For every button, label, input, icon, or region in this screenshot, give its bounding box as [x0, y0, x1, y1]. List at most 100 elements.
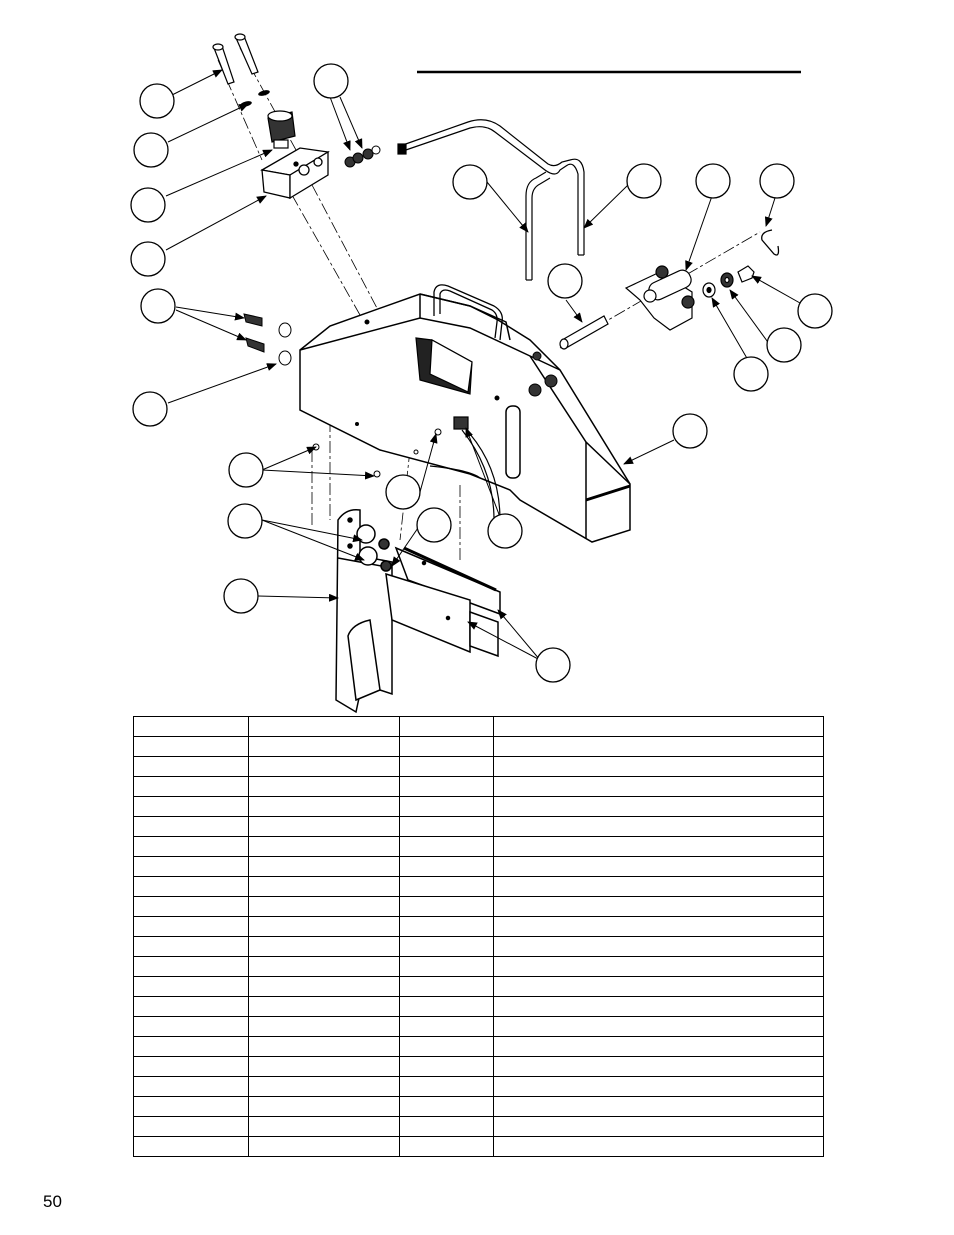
table-cell	[248, 736, 400, 757]
clevis-pin	[559, 315, 609, 350]
callout-balloons	[130, 63, 833, 683]
side-bolts	[243, 313, 292, 366]
housing-slot	[415, 337, 473, 395]
table-cell	[493, 816, 824, 837]
table-cell	[248, 1076, 400, 1097]
table-cell	[133, 1036, 249, 1057]
balloon	[547, 263, 583, 299]
balloon	[695, 163, 731, 199]
table-cell	[133, 836, 249, 857]
table-row	[133, 1016, 824, 1037]
blade-plates	[385, 546, 501, 658]
table-row	[133, 936, 824, 957]
table-cell	[493, 796, 824, 817]
balloon	[733, 356, 769, 392]
balloon	[416, 507, 452, 543]
table-cell	[399, 816, 494, 837]
table-cell	[133, 1016, 249, 1037]
table-cell	[399, 876, 494, 897]
table-cell	[248, 756, 400, 777]
table-cell	[493, 776, 824, 797]
table-row	[133, 876, 824, 897]
balloon	[797, 293, 833, 329]
table-row	[133, 1036, 824, 1057]
balloon	[223, 578, 259, 614]
table-cell	[133, 736, 249, 757]
parts-list-table	[133, 716, 824, 1157]
table-cell	[248, 1136, 400, 1157]
table-cell	[248, 916, 400, 937]
housing-handle	[433, 284, 503, 341]
balloon	[228, 452, 264, 488]
table-cell	[493, 1056, 824, 1077]
table-cell	[133, 936, 249, 957]
table-row	[133, 776, 824, 797]
table-cell	[493, 1036, 824, 1057]
table-cell	[248, 1056, 400, 1077]
table-cell	[399, 716, 494, 737]
table-cell	[493, 916, 824, 937]
balloon	[452, 164, 488, 200]
table-row	[133, 896, 824, 917]
table-cell	[493, 936, 824, 957]
balloon	[672, 413, 708, 449]
table-cell	[399, 976, 494, 997]
balloon	[133, 132, 169, 168]
table-row	[133, 976, 824, 997]
table-cell	[399, 836, 494, 857]
set-screws	[344, 145, 381, 168]
table-cell	[493, 716, 824, 737]
table-cell	[399, 736, 494, 757]
table-cell	[493, 856, 824, 877]
table-row	[133, 816, 824, 837]
table-cell	[493, 956, 824, 977]
exploded-parts-diagram	[130, 33, 833, 714]
table-cell	[493, 1136, 824, 1157]
balloon	[385, 474, 421, 510]
table-row	[133, 836, 824, 857]
table-cell	[399, 956, 494, 977]
table-cell	[248, 856, 400, 877]
table-cell	[399, 896, 494, 917]
table-cell	[133, 796, 249, 817]
table-cell	[399, 796, 494, 817]
hair-pin-clip	[761, 229, 780, 256]
table-cell	[133, 1056, 249, 1077]
hinge-bracket	[624, 265, 695, 331]
table-cell	[399, 756, 494, 777]
table-cell	[493, 1016, 824, 1037]
table-cell	[493, 976, 824, 997]
table-row	[133, 756, 824, 777]
table-cell	[248, 976, 400, 997]
balloon	[140, 288, 176, 324]
table-row	[133, 996, 824, 1017]
table-cell	[248, 796, 400, 817]
table-cell	[399, 1116, 494, 1137]
table-row	[133, 716, 824, 737]
table-row	[133, 856, 824, 877]
handle-rod	[397, 119, 585, 281]
table-cell	[493, 996, 824, 1017]
table-cell	[493, 1096, 824, 1117]
balloon	[227, 503, 263, 539]
balloon	[139, 83, 175, 119]
right-hardware	[702, 265, 755, 298]
table-cell	[493, 896, 824, 917]
small-washers	[240, 90, 270, 107]
table-cell	[399, 856, 494, 877]
housing-holes	[355, 319, 558, 426]
table-cell	[493, 876, 824, 897]
table-cell	[399, 1096, 494, 1117]
table-cell	[248, 996, 400, 1017]
table-row	[133, 956, 824, 977]
balloon	[130, 241, 166, 277]
table-row	[133, 796, 824, 817]
table-cell	[399, 776, 494, 797]
table-cell	[133, 756, 249, 777]
table-cell	[248, 956, 400, 977]
table-cell	[248, 1096, 400, 1117]
balloon	[626, 163, 662, 199]
table-cell	[493, 756, 824, 777]
table-cell	[248, 936, 400, 957]
table-cell	[133, 896, 249, 917]
